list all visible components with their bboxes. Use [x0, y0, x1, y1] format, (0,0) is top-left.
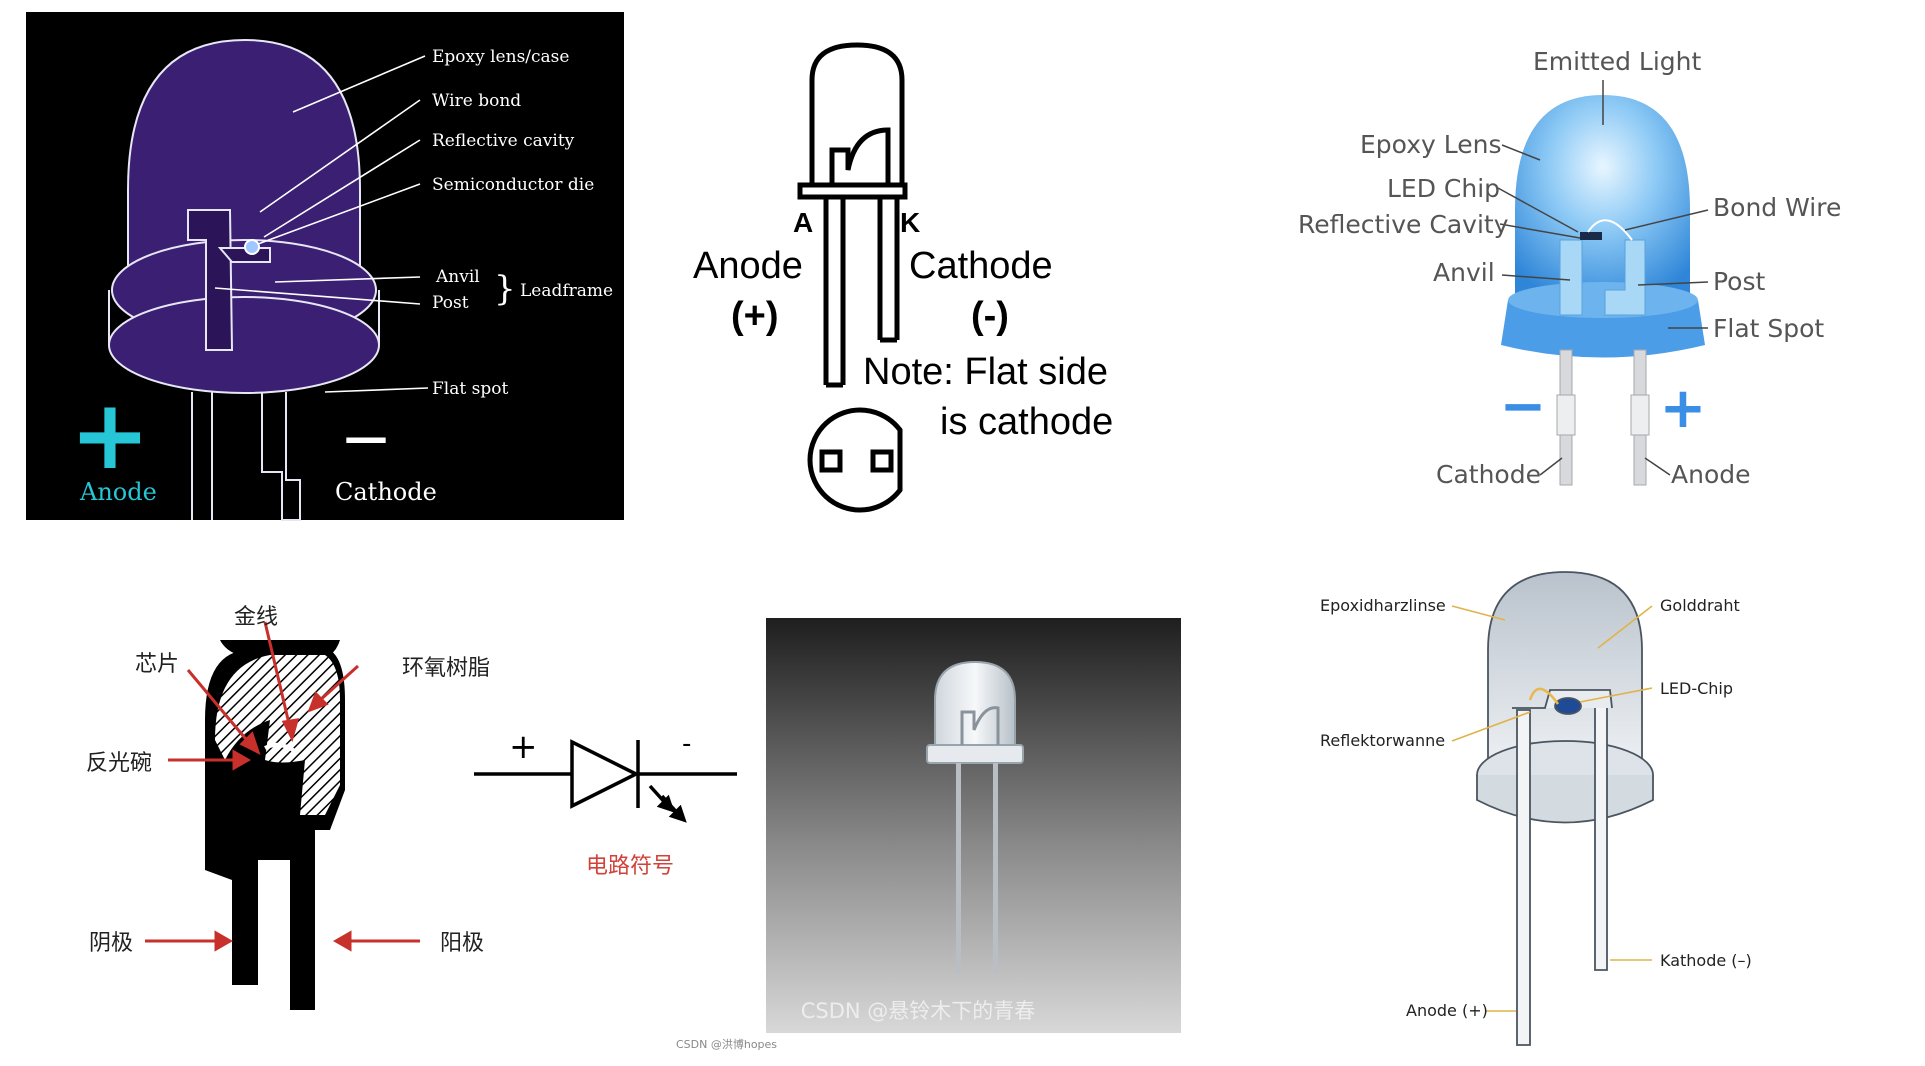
label-anvil: Anvil [435, 267, 480, 287]
plus-sign-anode: + [70, 379, 150, 491]
label-anode-dark: Anode [79, 478, 157, 506]
label-anode-cn: 阳极 [440, 931, 484, 956]
credit-text: CSDN @洪博hopes [676, 1037, 777, 1051]
label-k: K [900, 207, 920, 238]
clear-led-photo [926, 660, 1024, 973]
line-art-led-body [797, 42, 908, 388]
label-post-blue: Post [1713, 267, 1766, 296]
diode-symbol-icon [474, 739, 737, 823]
label-cathode-line: Cathode [909, 245, 1053, 287]
german-leader-lines [1451, 605, 1653, 1012]
label-cathode-cn: 阴极 [89, 931, 133, 956]
label-epoxy-lens: Epoxy Lens [1360, 130, 1501, 159]
label-gold-wire: 金线 [234, 605, 278, 630]
label-anode-de: Anode (+) [1406, 1001, 1488, 1020]
label-anvil-blue: Anvil [1433, 258, 1495, 287]
label-epoxy-cn: 环氧树脂 [402, 656, 490, 681]
label-anode-sign: (+) [731, 295, 779, 337]
label-post: Post [432, 293, 469, 313]
panel-chinese-led-diagram: 金线 芯片 环氧树脂 反光碗 阴极 阳极 [86, 605, 490, 1010]
flat-side-cathode-icon [807, 407, 903, 513]
plus-sign-blue: + [1660, 376, 1707, 441]
label-flat-spot-blue: Flat Spot [1713, 314, 1824, 343]
label-epoxidharzlinse: Epoxidharzlinse [1320, 596, 1446, 615]
german-led-illustration [1476, 571, 1654, 1046]
circuit-symbol-caption: 电路符号 [586, 854, 674, 879]
panel-german-led-diagram: Epoxidharzlinse Golddraht LED-Chip Refle… [1320, 571, 1752, 1046]
label-cathode-sign: (-) [971, 295, 1009, 337]
led-circuit-symbol: + - 电路符号 [474, 727, 737, 879]
photo-watermark: CSDN @悬铃木下的青春 [801, 999, 1036, 1023]
dark-leader-lines [214, 55, 429, 393]
chinese-label-arrows [145, 621, 420, 952]
label-reflector-cn: 反光碗 [86, 751, 152, 776]
panel-blue-led: Emitted Light Epoxy Lens LED Chip Reflec… [1298, 47, 1841, 489]
label-a: A [793, 207, 813, 238]
label-reflektorwanne: Reflektorwanne [1320, 731, 1445, 750]
label-emitted-light: Emitted Light [1533, 47, 1701, 76]
label-semiconductor-die: Semiconductor die [432, 175, 594, 195]
label-brace: } [494, 269, 516, 309]
label-bond-wire: Bond Wire [1713, 193, 1841, 222]
label-anode-blue: Anode [1671, 460, 1751, 489]
minus-sign-cathode: — [344, 412, 388, 463]
label-kathode: Kathode (–) [1660, 951, 1752, 970]
label-led-chip-de: LED-Chip [1660, 679, 1733, 698]
label-epoxy-lens-case: Epoxy lens/case [432, 47, 569, 67]
label-flat-spot: Flat spot [432, 379, 508, 399]
label-reflective-cavity: Reflective cavity [432, 131, 575, 151]
label-led-chip: LED Chip [1387, 174, 1500, 203]
blue-leader-lines [1497, 80, 1709, 476]
symbol-plus: + [509, 727, 538, 767]
label-golddraht: Golddraht [1660, 596, 1740, 615]
label-leadframe: Leadframe [520, 281, 613, 301]
panel-dark-led-diagram: Epoxy lens/case Wire bond Reflective cav… [26, 12, 624, 521]
label-wire-bond: Wire bond [432, 91, 521, 111]
note-flat-side: Note: Flat side [863, 351, 1108, 393]
label-cathode-dark: Cathode [335, 478, 437, 506]
note-is-cathode: is cathode [940, 401, 1113, 443]
label-cathode-blue: Cathode [1436, 460, 1541, 489]
symbol-minus: - [682, 729, 691, 759]
label-reflective-cavity-blue: Reflective Cavity [1298, 210, 1509, 239]
panel-led-photo: CSDN @悬铃木下的青春 [766, 618, 1181, 1033]
hatched-led-illustration [205, 640, 345, 1010]
label-anode-line: Anode [693, 245, 803, 287]
label-chip-cn: 芯片 [135, 652, 179, 677]
blue-led-illustration [1501, 95, 1705, 486]
panel-line-art-led: A K Anode (+) Cathode (-) Note: Flat sid… [693, 42, 1113, 513]
minus-sign-blue: − [1500, 374, 1547, 439]
